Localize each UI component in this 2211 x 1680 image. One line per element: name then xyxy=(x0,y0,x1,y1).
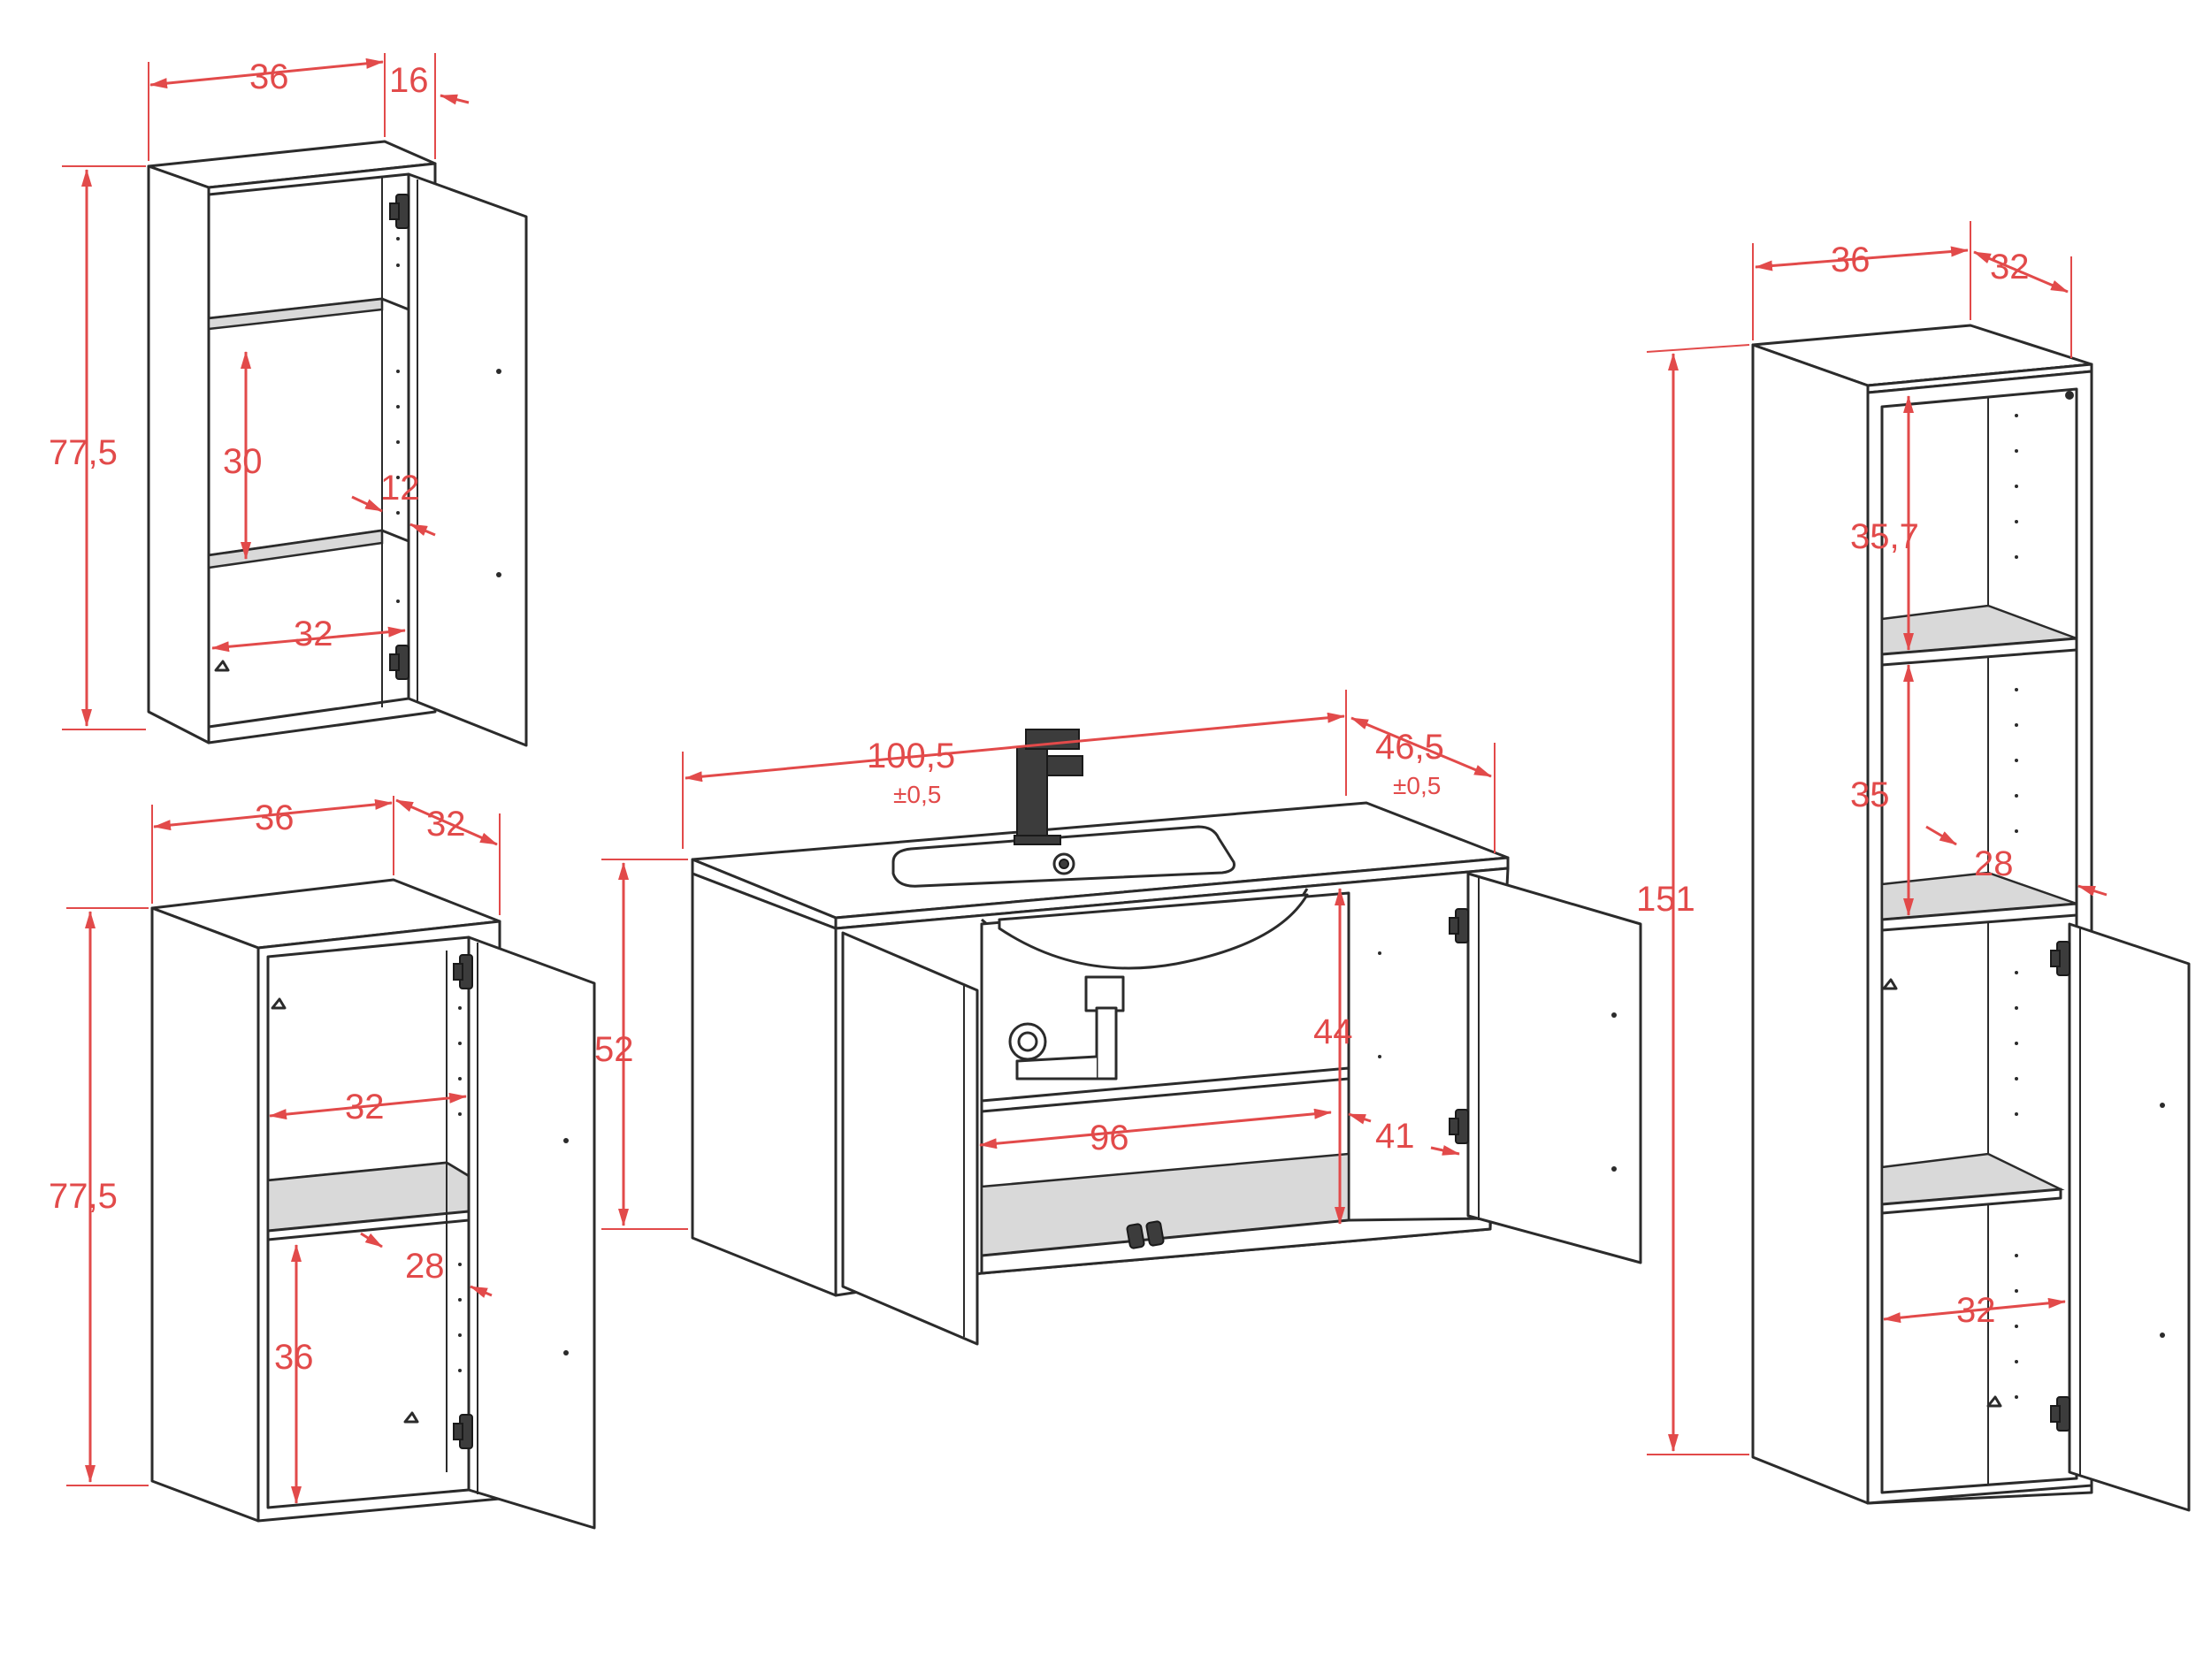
wall-cabinet-depth-label: 16 xyxy=(389,61,429,100)
vanity-width-tolerance: ±0,5 xyxy=(893,781,941,808)
vanity-dimensions: 100,5 ±0,5 46,5 ±0,5 52 44 96 41 xyxy=(594,690,1496,1230)
tall-cabinet-depth-label: 32 xyxy=(1990,248,2030,286)
tall-cabinet xyxy=(1751,324,2191,1512)
low-cabinet xyxy=(150,878,596,1530)
tall-cabinet-height-label: 151 xyxy=(1636,880,1695,919)
tall-cabinet-dimensions: 36 32 151 35,7 35 28 32 xyxy=(1636,221,2108,1455)
low-cabinet-dimensions: 36 32 77,5 32 28 36 xyxy=(49,796,501,1504)
tall-cabinet-middle-gap-label: 35 xyxy=(1850,775,1890,814)
tall-cabinet-inner-width-label: 32 xyxy=(1956,1291,1996,1330)
wall-cabinet-dimensions: 36 16 77,5 30 12 32 xyxy=(49,53,470,730)
wall-cabinet-height-label: 77,5 xyxy=(49,433,118,472)
low-cabinet-inner-width-label: 32 xyxy=(345,1088,385,1126)
wall-cabinet-shelf-gap-label: 30 xyxy=(223,442,263,481)
low-cabinet-width-label: 36 xyxy=(255,798,295,837)
low-cabinet-lower-height-label: 36 xyxy=(274,1338,314,1377)
wall-cabinet xyxy=(147,140,528,747)
low-cabinet-depth-label: 32 xyxy=(426,805,466,844)
low-cabinet-inner-depth-label: 28 xyxy=(405,1247,445,1286)
wall-cabinet-inner-width-label: 32 xyxy=(294,615,333,653)
low-cabinet-height-label: 77,5 xyxy=(49,1177,118,1216)
tall-cabinet-width-label: 36 xyxy=(1831,241,1871,279)
vanity-depth-tolerance: ±0,5 xyxy=(1393,772,1441,799)
tall-cabinet-upper-gap-label: 35,7 xyxy=(1850,517,1919,556)
vanity-width-label: 100,5 xyxy=(867,737,955,775)
wall-cabinet-door-gap-label: 12 xyxy=(380,469,420,508)
wall-cabinet-width-label: 36 xyxy=(249,57,289,96)
vanity-inner-depth-label: 41 xyxy=(1375,1117,1415,1156)
vanity-height-label: 52 xyxy=(594,1030,634,1069)
vanity-inner-height-label: 44 xyxy=(1313,1012,1353,1051)
tall-cabinet-inner-depth-label: 28 xyxy=(1974,844,2014,883)
vanity-depth-label: 46,5 xyxy=(1375,728,1444,767)
vanity-unit xyxy=(691,729,1642,1346)
vanity-inner-width-label: 96 xyxy=(1090,1119,1129,1157)
